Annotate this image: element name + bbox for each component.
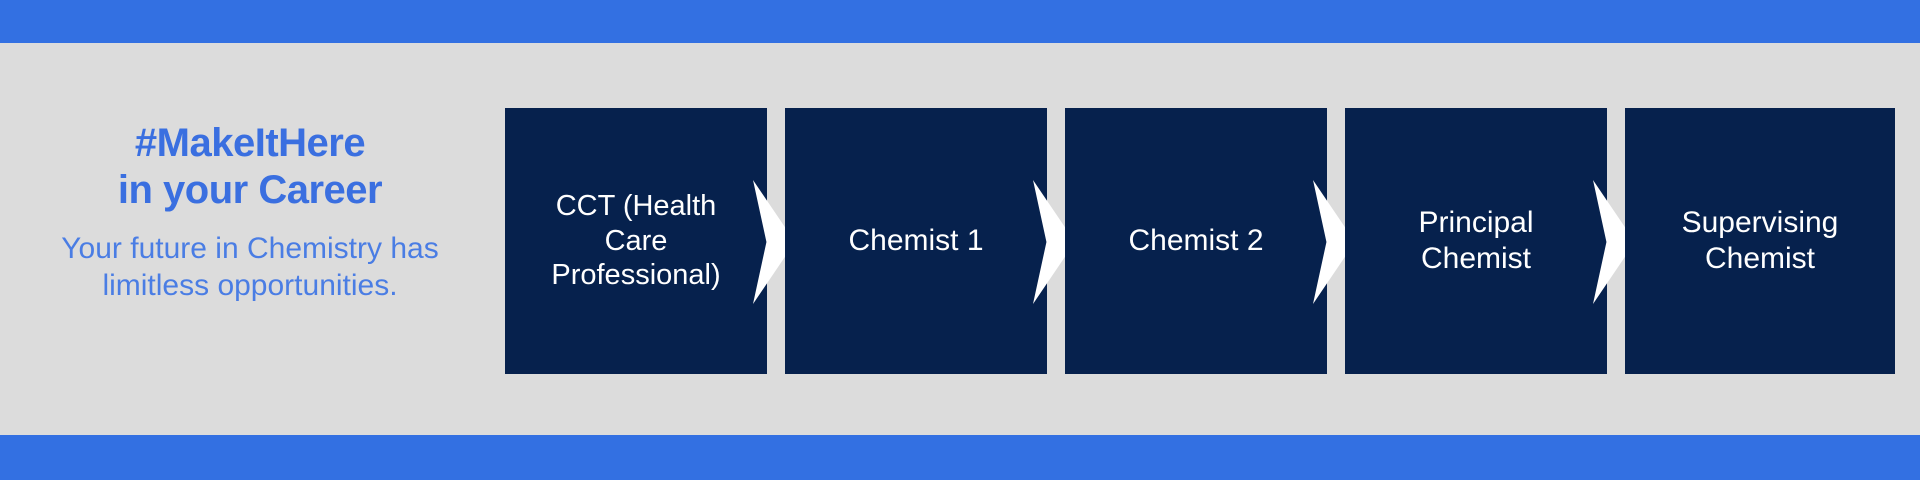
subheadline: Your future in Chemistry has limitless o…	[61, 231, 439, 303]
flow-step-supervising-chemist[interactable]: Supervising Chemist	[1625, 108, 1895, 374]
headline: #MakeItHere in your Career	[117, 121, 383, 212]
banner-copy-block: #MakeItHere in your Career Your future i…	[0, 120, 500, 305]
flow-step-label: Chemist 2	[1128, 224, 1264, 257]
top-accent-bar	[0, 0, 1920, 43]
flow-step-chemist-1[interactable]: Chemist 1	[785, 108, 1047, 374]
flow-step-label: Chemist 1	[848, 224, 984, 257]
flow-step-principal-chemist[interactable]: Principal Chemist	[1345, 108, 1607, 374]
bottom-accent-bar	[0, 435, 1920, 480]
career-progression-flow: CCT (Health Care Professional) Chemist 1…	[505, 108, 1895, 374]
flow-step-label: Supervising Chemist	[1681, 206, 1839, 275]
flow-step-cct[interactable]: CCT (Health Care Professional)	[505, 108, 767, 374]
flow-step-chemist-2[interactable]: Chemist 2	[1065, 108, 1327, 374]
flow-step-label: Principal Chemist	[1418, 206, 1534, 275]
flow-step-label: CCT (Health Care Professional)	[551, 189, 721, 292]
